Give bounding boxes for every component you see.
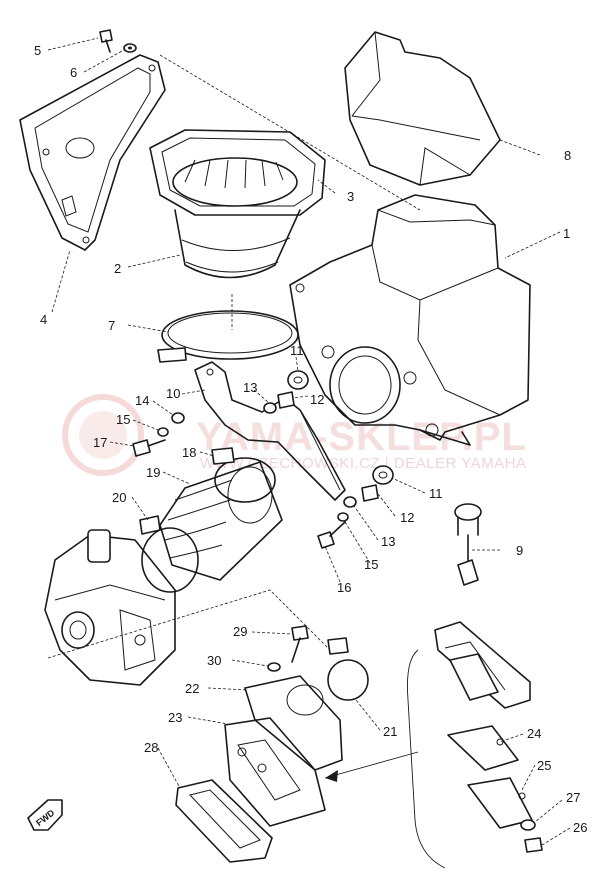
- part-16-bolt: [317, 521, 346, 549]
- detail-arrow: [324, 751, 419, 779]
- callout-18: 18: [182, 445, 196, 460]
- part-18-clamp: [211, 447, 276, 503]
- callout-19: 19: [146, 465, 160, 480]
- detail-arrow-head: [325, 770, 338, 782]
- callout-21: 21: [383, 724, 397, 739]
- callout-23: 23: [168, 710, 182, 725]
- part-30-washer: [267, 662, 281, 672]
- part-11-grommet-upper: [287, 370, 309, 390]
- part-11-grommet-lower: [372, 465, 394, 485]
- part-20-clamp: [139, 515, 199, 593]
- callout-26: 26: [573, 820, 587, 835]
- callout-13-lower: 13: [381, 534, 395, 549]
- reed-block: [434, 621, 531, 709]
- callout-20: 20: [112, 490, 126, 505]
- part-12-collar-upper: [277, 391, 295, 409]
- part-4-side-cover: [19, 54, 166, 251]
- callout-22: 22: [185, 681, 199, 696]
- part-24-reed-petal: [447, 725, 519, 771]
- part-3-filter-cage: [149, 129, 326, 216]
- callout-12-upper: 12: [310, 392, 324, 407]
- part-13-washer-lower: [343, 496, 357, 508]
- part-7-hose-clamp: [157, 310, 299, 363]
- callout-28: 28: [144, 740, 158, 755]
- callout-2: 2: [114, 261, 121, 276]
- part-21-clamp: [327, 637, 369, 701]
- callout-8: 8: [564, 148, 571, 163]
- callout-15-lower: 15: [364, 557, 378, 572]
- part-1-airbox: [289, 194, 531, 446]
- callout-11-lower: 11: [429, 486, 443, 501]
- reed-detail-bracket: [407, 649, 446, 869]
- part-14-washer: [171, 412, 185, 424]
- part-13-washer-upper: [263, 402, 277, 414]
- part-2-filter-element: [174, 209, 301, 279]
- callout-17: 17: [93, 435, 107, 450]
- callout-30: 30: [207, 653, 221, 668]
- part-19-intake-boot: [159, 461, 283, 581]
- part-6-washer: [123, 43, 137, 53]
- callout-4: 4: [40, 312, 47, 327]
- part-10-bracket: [194, 361, 346, 501]
- callout-10: 10: [166, 386, 180, 401]
- leader-lines: [47, 37, 571, 846]
- part-15-lock-washer-lower: [337, 512, 349, 522]
- part-27-washer: [520, 819, 536, 831]
- part-22-manifold: [244, 675, 343, 771]
- callout-6: 6: [70, 65, 77, 80]
- callout-1: 1: [563, 226, 570, 241]
- callout-9: 9: [516, 543, 523, 558]
- callout-27: 27: [566, 790, 580, 805]
- reed-valve-frame: [47, 589, 331, 659]
- part-26-screw: [524, 837, 543, 853]
- callout-7: 7: [108, 318, 115, 333]
- part-5-bolt: [99, 29, 113, 53]
- fwd-arrow-icon: FWD: [27, 799, 63, 831]
- part-17-bolt: [132, 439, 166, 457]
- callout-3: 3: [347, 189, 354, 204]
- carburetor: [44, 529, 176, 686]
- part-15-lock-washer-left: [157, 427, 169, 437]
- callout-5: 5: [34, 43, 41, 58]
- callout-11-upper: 11: [290, 343, 304, 358]
- part-9-drain-plug: [454, 503, 482, 586]
- callout-24: 24: [527, 726, 541, 741]
- part-8-airbox-cover: [344, 31, 501, 186]
- callout-14: 14: [135, 393, 149, 408]
- callout-numbers: 5 6 8 3 1 2 4 7 11 10 13 12 14 15 17 18 …: [34, 43, 587, 835]
- callout-16: 16: [337, 580, 351, 595]
- part-23-reed-valve: [224, 717, 326, 827]
- callout-12-lower: 12: [400, 510, 414, 525]
- callout-29: 29: [233, 624, 247, 639]
- watermark-logo-icon: [62, 394, 144, 476]
- part-12-collar-lower: [361, 484, 379, 502]
- callout-13-upper: 13: [243, 380, 257, 395]
- part-28-gasket: [175, 779, 273, 863]
- callout-15-left: 15: [116, 412, 130, 427]
- part-29-bolt: [291, 625, 309, 663]
- watermark-tagline: WWW.CZECHOWSKI.CZ | DEALER YAMAHA: [200, 455, 527, 472]
- callout-25: 25: [537, 758, 551, 773]
- part-25-reed-stopper: [467, 777, 533, 829]
